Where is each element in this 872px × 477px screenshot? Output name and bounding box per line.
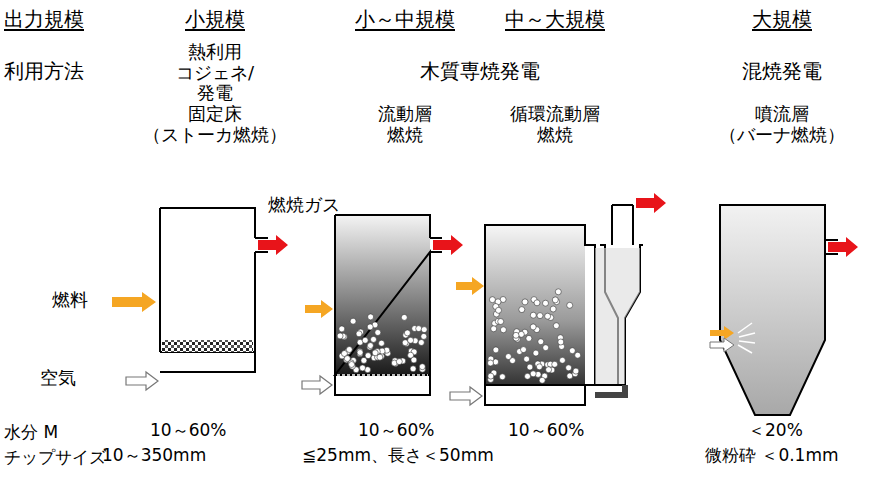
fb-wall — [335, 215, 430, 375]
fb-grid — [337, 374, 428, 376]
air-arrow — [126, 372, 158, 390]
method-label: 混焼発電 — [742, 60, 822, 83]
flow-label: 燃焼ガス — [268, 195, 340, 216]
header-label: 大規模 — [752, 8, 812, 31]
cfb-windbox — [485, 385, 625, 405]
fuel-arrow — [305, 300, 333, 318]
cfb-wall — [485, 225, 595, 385]
stoker-furnace — [160, 208, 255, 372]
header-label: 出力規模 — [4, 8, 84, 31]
fuel-arrow — [112, 292, 156, 312]
header-label: 中～大規模 — [505, 8, 605, 31]
spec-label: ≦25mm、長さ＜50mm — [302, 446, 494, 466]
method-label: 熱利用 コジェネ/発電 — [176, 42, 254, 104]
spec-label: 水分 M — [4, 423, 58, 443]
air-arrow — [302, 376, 332, 394]
flow-label: 燃料 — [52, 290, 88, 311]
header-label: 小～中規模 — [355, 8, 455, 31]
flame-rays — [738, 323, 755, 353]
fb-windbox — [335, 215, 430, 395]
fluidized-bed-furnace — [335, 215, 430, 375]
method-label: 木質専焼発電 — [420, 60, 540, 83]
spec-label: 10～350mm — [102, 446, 206, 466]
bed-particles — [337, 314, 427, 373]
air-arrow — [450, 387, 482, 405]
method-label: 利用方法 — [4, 60, 84, 83]
type-label: 循環流動層 燃焼 — [510, 104, 600, 145]
gas-arrow — [433, 235, 463, 255]
cyclone-fill — [595, 248, 640, 385]
header-label: 小規模 — [185, 8, 245, 31]
spec-label: 10～60% — [150, 421, 226, 441]
gas-arrow — [828, 237, 858, 257]
spec-label: 10～60% — [358, 421, 434, 441]
gas-arrow — [258, 235, 288, 255]
gas-arrow — [636, 193, 666, 213]
spec-label: 10～60% — [508, 421, 584, 441]
flow-label: 空気 — [40, 368, 76, 389]
bed-particles — [488, 289, 581, 384]
spec-label: ＜20% — [748, 421, 803, 441]
cfb-furnace — [485, 225, 585, 385]
type-label: 流動層 燃焼 — [378, 104, 432, 145]
grate-bed — [162, 340, 253, 352]
fuel-arrow — [456, 277, 484, 295]
spec-label: 微粉砕 ＜0.1mm — [705, 446, 839, 466]
cyclone-outlet — [612, 205, 633, 245]
spec-label: チップサイズ — [4, 448, 106, 468]
type-label: 噴流層 （バーナ燃焼） — [719, 104, 845, 145]
air-arrow — [710, 338, 734, 352]
type-label: 固定床 （ストーカ燃焼） — [143, 104, 287, 145]
fuel-arrow — [710, 326, 734, 340]
return-leg — [595, 385, 625, 395]
pulverized-furnace — [720, 205, 825, 415]
